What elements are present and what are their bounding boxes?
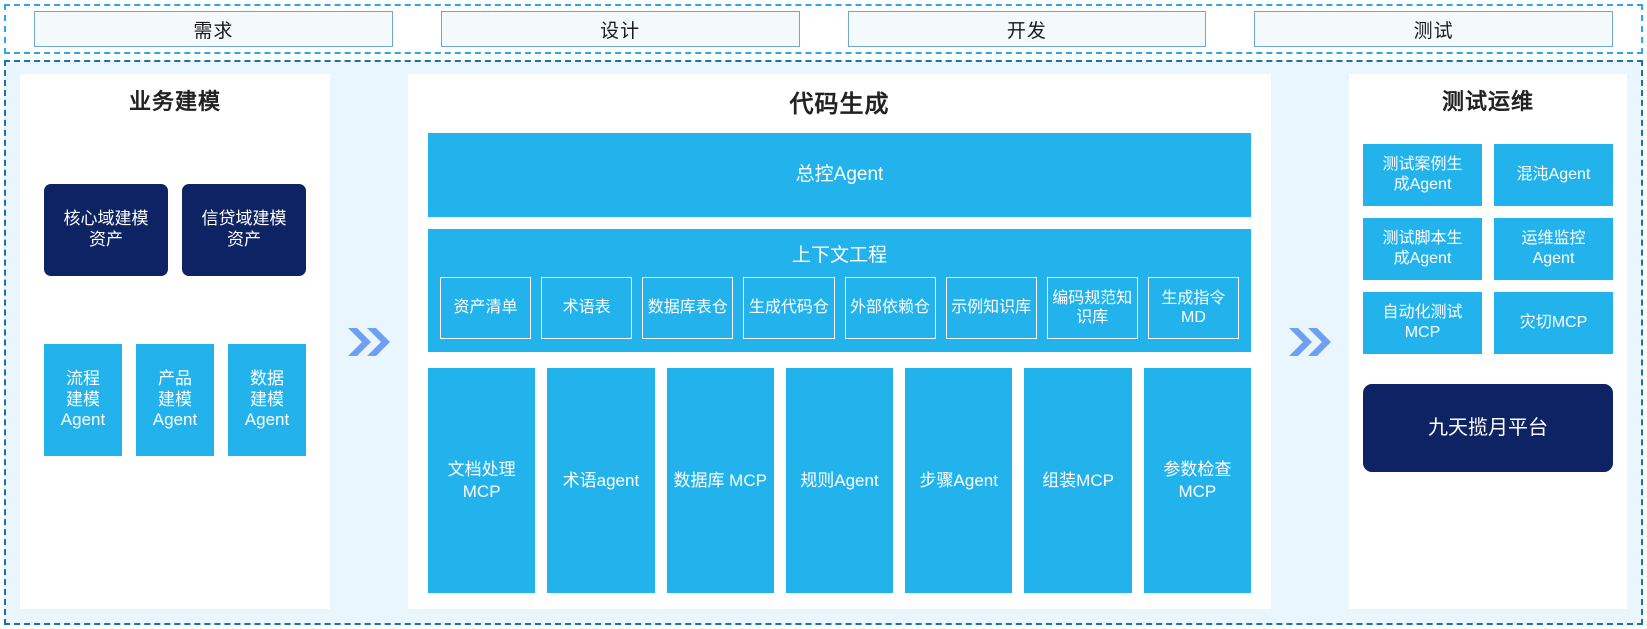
chaos-agent[interactable]: 混沌Agent [1494, 144, 1613, 206]
business-agents-row: 流程 建模 Agent 产品 建模 Agent 数据 建模 Agent [34, 344, 316, 456]
tool-label: 文档处理 MCP [447, 460, 516, 501]
context-item-label: 示例知识库 [951, 299, 1032, 317]
panel-title: 代码生成 [789, 91, 890, 118]
context-engineering-title: 上下文工程 [791, 245, 887, 266]
context-item-generated-code-repo[interactable]: 生成代码仓 [743, 277, 835, 339]
platform-box[interactable]: 九天揽月平台 [1363, 384, 1613, 472]
context-items-row: 资产清单 术语表 数据库表仓 生成代码仓 外部依赖仓 示例知 [440, 277, 1239, 339]
tile-label: 运维监控 Agent [1521, 230, 1586, 267]
context-item-label: 生成指令MD [1161, 289, 1226, 326]
tool-step-agent[interactable]: 步骤Agent [905, 368, 1013, 593]
tile-label: 自动化测试 MCP [1382, 304, 1463, 341]
test-case-generation-agent[interactable]: 测试案例生 成Agent [1363, 144, 1482, 206]
phase-label: 测试 [1413, 20, 1454, 42]
tool-glossary-agent[interactable]: 术语agent [547, 368, 655, 593]
agent-label: 数据 建模 Agent [244, 368, 290, 430]
phase-box-design[interactable]: 设计 [440, 11, 800, 47]
context-item-external-dependency-repo[interactable]: 外部依赖仓 [844, 277, 936, 339]
tile-label: 测试脚本生 成Agent [1382, 230, 1463, 267]
context-item-label: 资产清单 [453, 299, 518, 317]
phase-label: 需求 [193, 20, 234, 42]
agent-product-modeling[interactable]: 产品 建模 Agent [136, 344, 214, 456]
tool-label: 规则Agent [800, 470, 879, 490]
context-item-label: 外部依赖仓 [850, 299, 931, 317]
context-item-db-table-repo[interactable]: 数据库表仓 [642, 277, 734, 339]
automated-test-mcp[interactable]: 自动化测试 MCP [1363, 292, 1482, 354]
double-chevron-right-icon-left [330, 74, 408, 609]
tile-label: 混沌Agent [1516, 166, 1591, 184]
context-item-label: 术语表 [562, 299, 611, 317]
disaster-switch-mcp[interactable]: 灾切MCP [1494, 292, 1613, 354]
tools-row: 文档处理 MCP 术语agent 数据库 MCP 规则Agent 步骤Agent… [428, 368, 1251, 593]
tool-label: 数据库 MCP [673, 470, 767, 490]
tool-rule-agent[interactable]: 规则Agent [785, 368, 894, 593]
tile-label: 灾切MCP [1519, 314, 1588, 332]
context-item-glossary[interactable]: 术语表 [541, 277, 633, 339]
context-item-label: 编码规范知识库 [1052, 289, 1133, 326]
asset-label: 核心域建模 资产 [63, 209, 149, 249]
tool-database-mcp[interactable]: 数据库 MCP [666, 368, 774, 593]
panel-title: 测试运维 [1441, 89, 1534, 114]
panel-code-generation: 代码生成 总控Agent 上下文工程 资产清单 术语表 数据库表仓 [408, 74, 1271, 609]
panel-test-ops: 测试运维 测试案例生 成Agent 混沌Agent 测试脚本生 成Agent 运… [1349, 74, 1627, 609]
double-chevron-right-icon-right [1271, 74, 1349, 609]
panel-business-modeling: 业务建模 核心域建模 资产 信贷域建模 资产 流程 建模 Agent 产品 建模… [20, 74, 330, 609]
tool-parameter-check-mcp[interactable]: 参数检查 MCP [1143, 368, 1251, 593]
test-ops-grid: 测试案例生 成Agent 混沌Agent 测试脚本生 成Agent 运维监控 A… [1363, 144, 1613, 354]
context-item-example-knowledge-base[interactable]: 示例知识库 [945, 277, 1037, 339]
asset-credit-domain[interactable]: 信贷域建模 资产 [182, 184, 306, 276]
context-item-label: 数据库表仓 [647, 299, 728, 317]
agent-data-modeling[interactable]: 数据 建模 Agent [228, 344, 306, 456]
phase-box-development[interactable]: 开发 [847, 11, 1207, 47]
tool-document-processing-mcp[interactable]: 文档处理 MCP [428, 368, 536, 593]
tool-assembly-mcp[interactable]: 组装MCP [1024, 368, 1132, 593]
phase-label: 开发 [1006, 20, 1047, 42]
tool-label: 术语agent [562, 470, 640, 490]
agent-process-modeling[interactable]: 流程 建模 Agent [44, 344, 122, 456]
context-engineering-block: 上下文工程 资产清单 术语表 数据库表仓 生成代码仓 外部依赖仓 [428, 229, 1251, 352]
main-band: 业务建模 核心域建模 资产 信贷域建模 资产 流程 建模 Agent 产品 建模… [4, 60, 1643, 625]
panel-title: 业务建模 [128, 89, 221, 114]
asset-core-domain[interactable]: 核心域建模 资产 [44, 184, 168, 276]
context-item-label: 生成代码仓 [748, 299, 829, 317]
test-script-generation-agent[interactable]: 测试脚本生 成Agent [1363, 218, 1482, 280]
context-item-coding-standard-knowledge-base[interactable]: 编码规范知识库 [1046, 277, 1138, 339]
agent-label: 流程 建模 Agent [60, 368, 106, 430]
master-agent-label: 总控Agent [795, 164, 884, 186]
master-agent-box[interactable]: 总控Agent [428, 133, 1251, 217]
phase-box-testing[interactable]: 测试 [1254, 11, 1613, 47]
agent-label: 产品 建模 Agent [152, 368, 198, 430]
tile-label: 测试案例生 成Agent [1382, 156, 1463, 193]
asset-label: 信贷域建模 资产 [201, 209, 287, 249]
context-item-asset-list[interactable]: 资产清单 [440, 277, 532, 339]
tool-label: 步骤Agent [919, 470, 998, 490]
tool-label: 组装MCP [1042, 470, 1114, 490]
phase-label: 设计 [600, 20, 641, 42]
tool-label: 参数检查 MCP [1163, 460, 1232, 501]
ops-monitoring-agent[interactable]: 运维监控 Agent [1494, 218, 1613, 280]
platform-label: 九天揽月平台 [1428, 416, 1548, 439]
business-assets-row: 核心域建模 资产 信贷域建模 资产 [34, 184, 316, 276]
phase-band: 需求 设计 开发 测试 [4, 4, 1643, 54]
context-item-generation-instruction-md[interactable]: 生成指令MD [1147, 277, 1239, 339]
phase-box-requirement[interactable]: 需求 [34, 11, 393, 47]
